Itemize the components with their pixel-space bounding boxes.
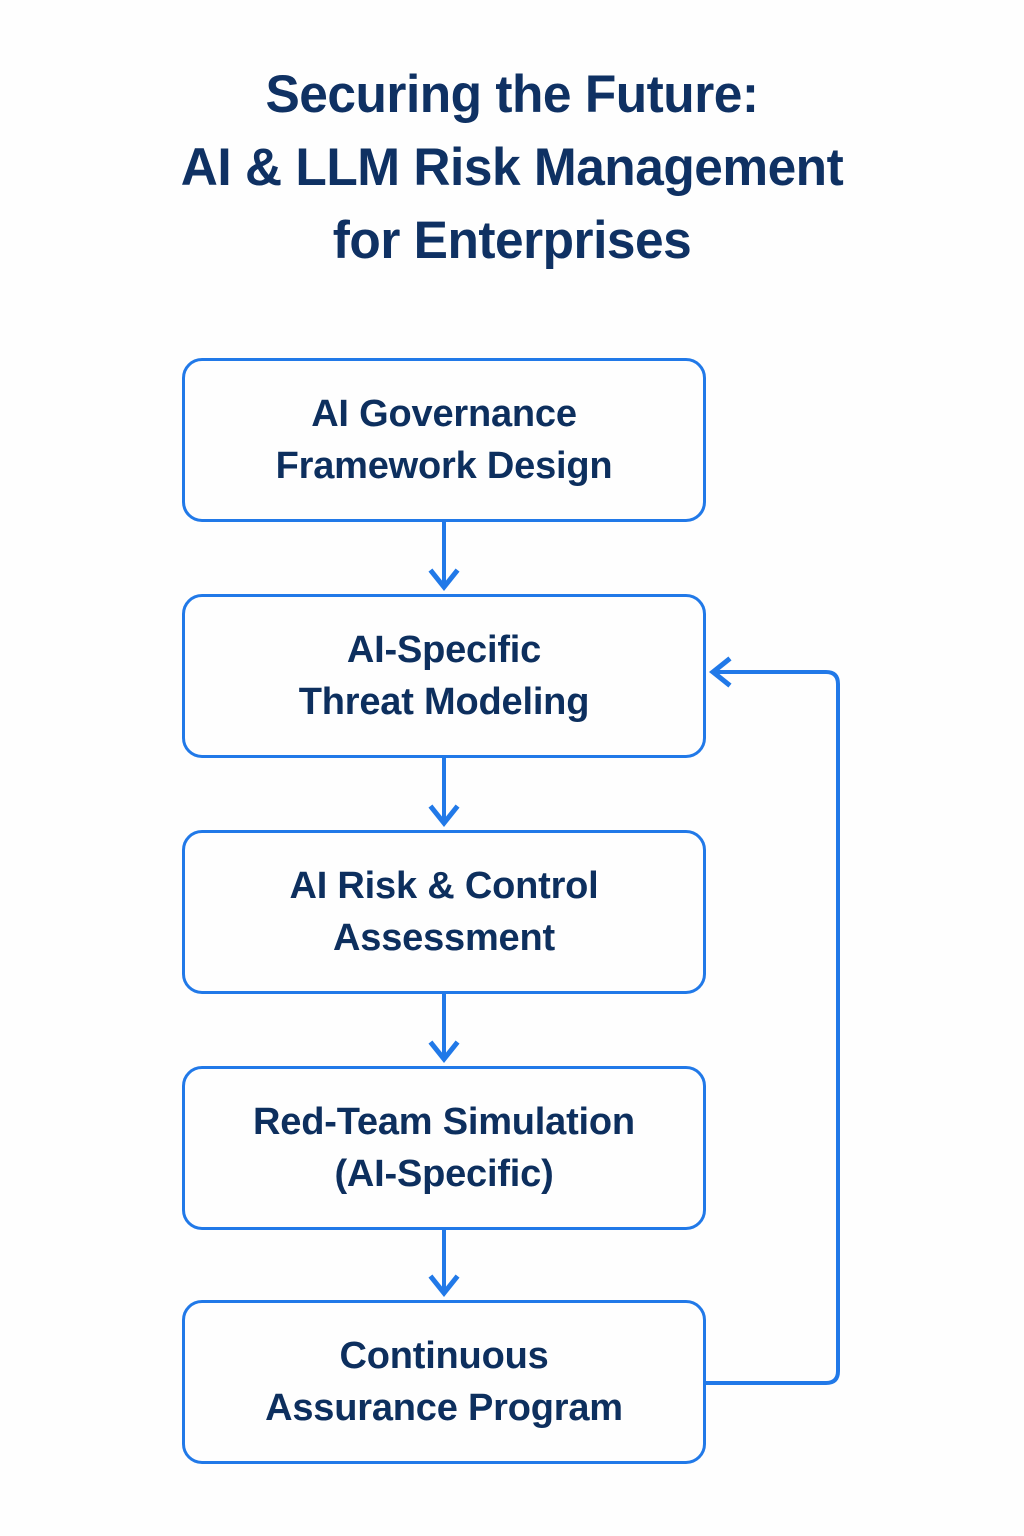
title-line-1: Securing the Future: [265,65,759,124]
flow-node-label: AI Risk & Control Assessment [289,865,599,959]
flow-node-ai-risk-and-control-assessment[interactable]: AI Risk & Control Assessment [182,830,706,994]
edge-node2-to-node3-arrow [428,758,460,828]
flow-node-ai-governance-framework-design[interactable]: AI Governance Framework Design [182,358,706,522]
page-title: Securing the Future: AI & LLM Risk Manag… [0,58,1024,277]
title-line-2: AI & LLM Risk Management [180,138,844,197]
flow-node-label: Continuous Assurance Program [265,1335,623,1429]
edge-node4-to-node5-arrow [428,1230,460,1298]
flow-node-label: AI-Specific Threat Modeling [298,629,590,723]
flow-node-label: AI Governance Framework Design [275,393,613,487]
edge-node3-to-node4-arrow [428,994,460,1064]
title-line-3: for Enterprises [332,211,692,270]
flow-node-continuous-assurance-program[interactable]: Continuous Assurance Program [182,1300,706,1464]
flow-node-label: Red-Team Simulation (AI-Specific) [253,1101,635,1195]
flow-node-red-team-simulation[interactable]: Red-Team Simulation (AI-Specific) [182,1066,706,1230]
edge-node1-to-node2-arrow [428,522,460,592]
edge-node5-to-node2-feedback-loop [706,656,840,1385]
flow-node-ai-specific-threat-modeling[interactable]: AI-Specific Threat Modeling [182,594,706,758]
